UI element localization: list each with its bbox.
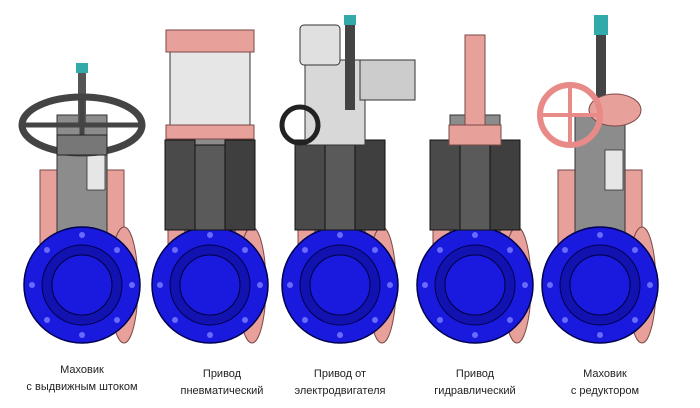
valve-handwheel-gearbox	[537, 15, 659, 344]
caption-line2: с редуктором	[570, 385, 640, 397]
caption-line2: гидравлический	[434, 385, 516, 397]
caption-gearbox: Маховик с редуктором	[535, 366, 675, 400]
caption-line1: Привод	[202, 368, 242, 380]
caption-electric: Привод от электродвигателя	[270, 366, 410, 400]
caption-line2: электродвигателя	[294, 385, 386, 397]
caption-line2: с выдвижным штоком	[26, 381, 138, 393]
valve-hydraulic-actuator	[416, 34, 534, 344]
caption-line1: Маховик	[60, 364, 104, 376]
valves-illustration	[18, 15, 659, 344]
caption-hydraulic: Привод гидравлический	[405, 366, 545, 400]
valve-pneumatic-actuator	[151, 29, 269, 344]
valve-electric-actuator	[279, 15, 416, 344]
caption-line1: Привод	[455, 368, 495, 380]
caption-line2: пневматический	[180, 385, 264, 397]
caption-line1: Привод от	[313, 368, 367, 380]
caption-handwheel-rising-stem: Маховик с выдвижным штоком	[12, 362, 152, 396]
caption-pneumatic: Привод пневматический	[152, 366, 292, 400]
valve-handwheel-rising-stem	[18, 63, 146, 344]
caption-line1: Маховик	[583, 368, 627, 380]
